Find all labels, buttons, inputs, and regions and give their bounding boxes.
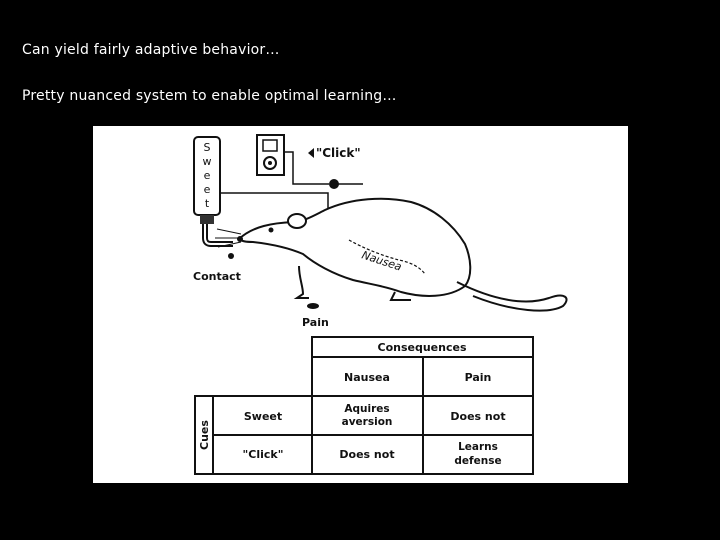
rat-eye <box>269 228 274 233</box>
col-header-pain: Pain <box>465 371 492 384</box>
cell-sweet-pain: Does not <box>450 410 505 423</box>
cue-consequence-table: Consequences Nausea Pain Cues Sweet Aqui… <box>195 337 533 474</box>
rat-nose <box>237 236 243 242</box>
rat-body <box>239 199 470 296</box>
cell-click-nausea: Does not <box>339 448 394 461</box>
bottle-letter-t: t <box>205 197 210 210</box>
bottle-letter-w: w <box>203 155 212 168</box>
bottle-cap <box>200 215 214 224</box>
bottle-letter-e2: e <box>204 183 211 196</box>
col-header-nausea: Nausea <box>344 371 390 384</box>
row-cue-sweet: Sweet <box>244 410 282 423</box>
row-cue-click: "Click" <box>243 448 284 461</box>
rat-drawing: Nausea <box>215 199 567 311</box>
cues-header: Cues <box>198 420 211 450</box>
pain-shock-icon <box>307 303 319 309</box>
rat-tail <box>457 282 567 311</box>
sweet-bottle: S w e e t <box>194 137 233 244</box>
wire-speaker <box>293 174 329 184</box>
wire-bottle <box>220 193 328 213</box>
click-label: "Click" <box>316 146 361 160</box>
click-sound: "Click" <box>308 146 361 160</box>
caption-line-2: Pretty nuanced system to enable optimal … <box>22 88 397 104</box>
consequences-header: Consequences <box>378 341 467 354</box>
caption-line-1: Can yield fairly adaptive behavior… <box>22 42 280 58</box>
speaker-box <box>257 135 293 175</box>
bottle-letter-e1: e <box>204 169 211 182</box>
rat-front-leg <box>297 266 309 298</box>
cell-sweet-nausea-line1: Aquires <box>344 403 389 415</box>
bottle-letter-s: S <box>204 141 211 154</box>
bottle-spout <box>205 224 233 244</box>
rat-ear <box>288 214 306 228</box>
cell-click-pain-line2: defense <box>454 455 501 467</box>
cell-click-pain-line1: Learns <box>458 441 498 453</box>
pain-label: Pain <box>302 316 329 329</box>
figure-panel: S w e e t "Click" <box>93 126 628 483</box>
rat-conditioning-diagram: S w e e t "Click" <box>93 126 628 483</box>
cell-sweet-nausea-line2: aversion <box>342 416 393 428</box>
contact-label: Contact <box>193 270 241 283</box>
sound-icon <box>308 148 314 158</box>
